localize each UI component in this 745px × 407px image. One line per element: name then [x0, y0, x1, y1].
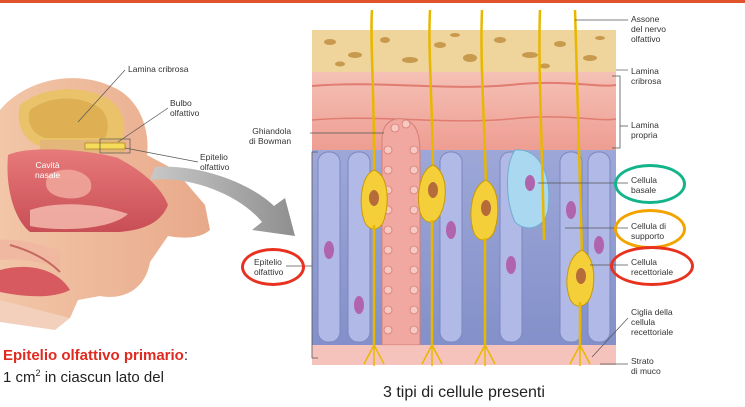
area-superscript: 2 — [35, 368, 41, 378]
label-lamina-cribrosa-head: Lamina cribrosa — [128, 64, 189, 74]
label-strato-muco: Strato di muco — [631, 356, 661, 376]
highlight-ring-recettoriale — [610, 246, 694, 286]
epitelio-primario-title: Epitelio olfattivo primario — [3, 347, 184, 364]
label-lamina-propria: Lamina propria — [631, 120, 659, 140]
highlight-ring-epitelio — [241, 248, 305, 286]
label-lamina-cribrosa: Lamina cribrosa — [631, 66, 662, 86]
label-assone: Assone del nervo olfattivo — [631, 14, 666, 44]
epitelio-area-text: 1 cm2 in ciascun lato del — [3, 368, 164, 386]
label-bulbo-olfattivo: Bulbo olfattivo — [170, 98, 200, 118]
head-section — [0, 69, 210, 330]
highlight-ring-basale — [614, 164, 686, 204]
zoom-arrow — [150, 166, 295, 236]
label-ciglia: Ciglia della cellula recettoriale — [631, 307, 674, 337]
area-suffix: in ciascun lato del — [40, 369, 164, 386]
caption-cell-types: 3 tipi di cellule presenti — [383, 384, 545, 401]
epithelium-detail — [286, 9, 629, 366]
label-cavita-nasale: Cavità nasale — [35, 160, 61, 180]
header-bar — [0, 0, 745, 3]
heading-colon: : — [183, 347, 189, 364]
highlight-ring-supporto — [614, 209, 686, 249]
epitelio-primario-heading: Epitelio olfattivo primario: — [3, 347, 188, 364]
label-ghiandola-bowman: Ghiandola di Bowman — [249, 126, 292, 146]
label-epitelio-olfattivo-head: Epitelio olfattivo — [200, 152, 230, 172]
area-prefix: 1 cm — [3, 369, 36, 386]
